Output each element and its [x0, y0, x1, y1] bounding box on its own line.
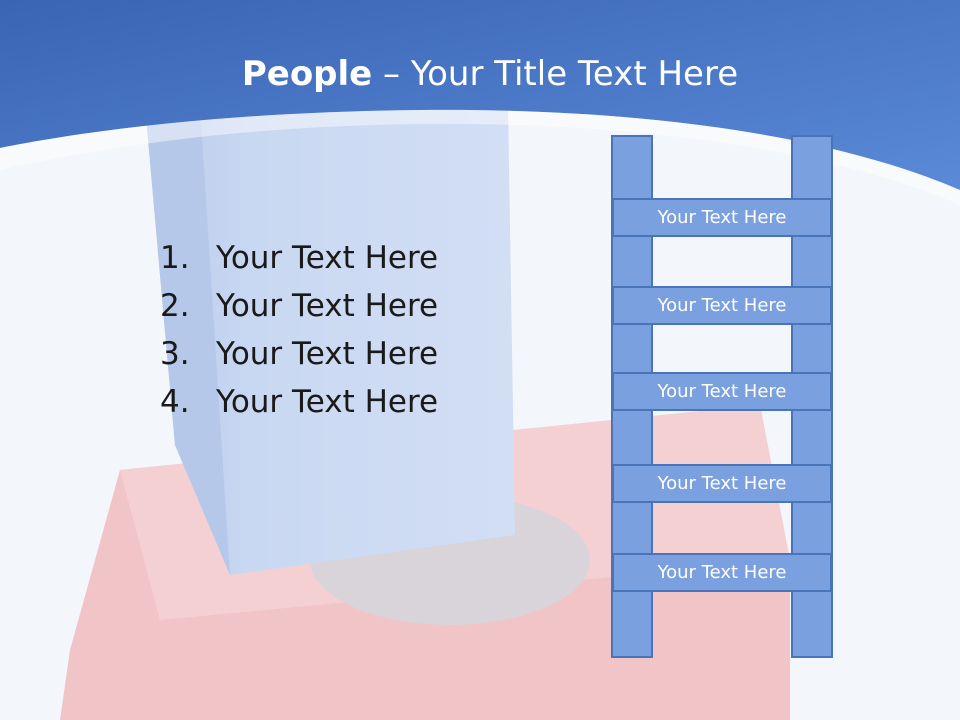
slide-title: People – Your Title Text Here — [0, 50, 960, 98]
list-item: 1. Your Text Here — [160, 234, 438, 282]
list-number: 1. — [160, 240, 190, 276]
list-number: 2. — [160, 288, 190, 324]
list-text: Your Text Here — [216, 240, 439, 276]
list-item: 3. Your Text Here — [160, 330, 438, 378]
blue-pillar — [145, 105, 515, 575]
ladder-rung-3: Your Text Here — [612, 372, 832, 411]
title-bold: People — [241, 54, 373, 94]
ladder-rung-4: Your Text Here — [612, 464, 832, 503]
list-text: Your Text Here — [216, 288, 439, 324]
title-rest: Your Title Text Here — [410, 54, 739, 94]
header-band — [0, 0, 960, 190]
list-number: 3. — [160, 336, 190, 372]
list-item: 4. Your Text Here — [160, 378, 438, 426]
ladder-rung-5: Your Text Here — [612, 553, 832, 592]
list-item: 2. Your Text Here — [160, 282, 438, 330]
title-separator: – — [383, 54, 401, 94]
ladder-rung-2: Your Text Here — [612, 286, 832, 325]
list-text: Your Text Here — [216, 384, 439, 420]
list-text: Your Text Here — [216, 336, 439, 372]
numbered-list: 1. Your Text Here 2. Your Text Here 3. Your… — [160, 234, 438, 426]
ladder-rung-1: Your Text Here — [612, 198, 832, 237]
list-number: 4. — [160, 384, 190, 420]
